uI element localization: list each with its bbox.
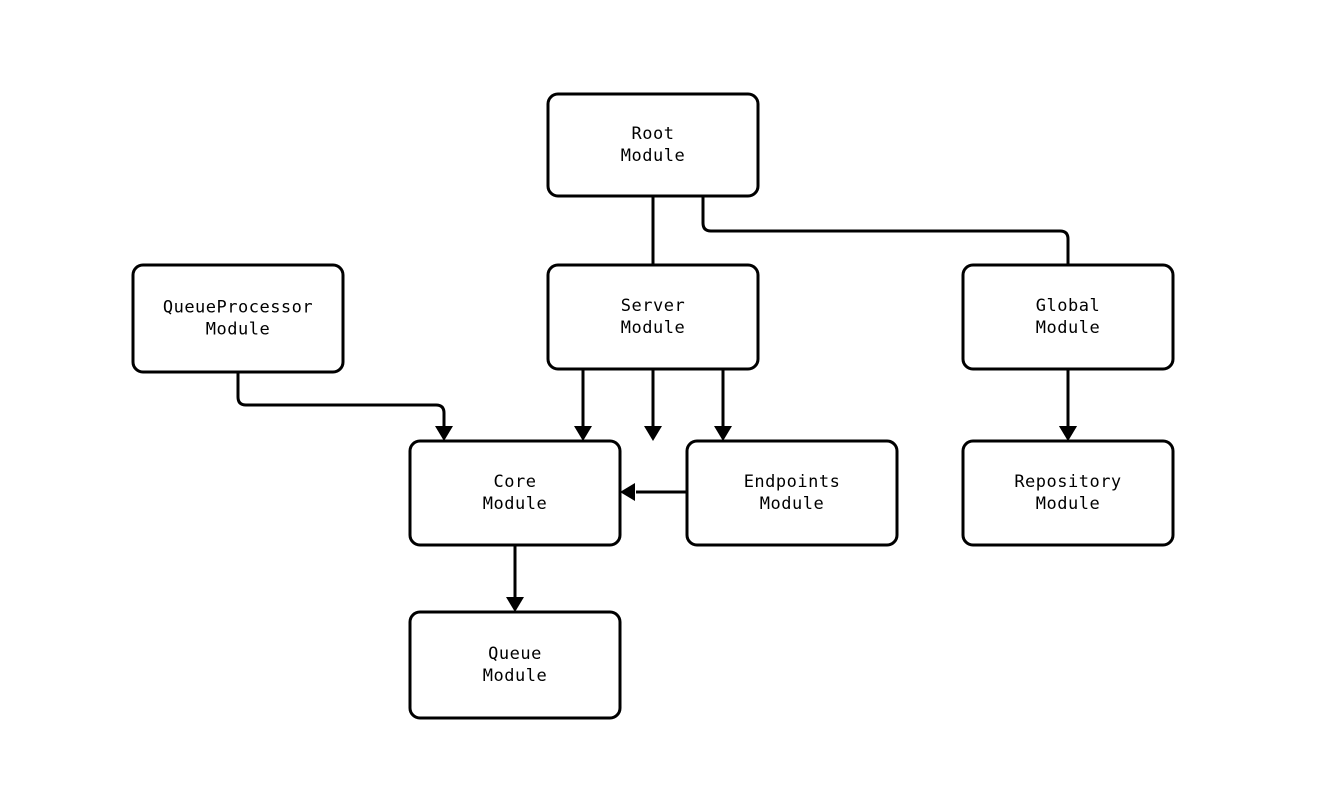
edge-server-to-core-arrowhead-icon [574,426,592,441]
edge-core-to-queue-arrowhead-icon [506,597,524,612]
queue-module-label-line-1: Queue [488,644,542,664]
server-module-box[interactable] [546,263,760,371]
queueprocessor-module-label-line-2: Module [206,320,270,340]
edges-layer [236,196,1077,612]
core-module-label-line-2: Module [483,494,547,514]
edge-queueprocessor-to-core-arrowhead-icon [435,426,453,441]
nodes-layer: RootModuleQueueProcessorModuleServerModu… [131,92,1175,720]
server-module-label-line-1: Server [621,296,685,316]
server-module-label-line-2: Module [621,318,685,338]
core-module-box[interactable] [408,439,622,547]
edge-queueprocessor-to-core [236,372,453,441]
queueprocessor-module-box[interactable] [131,263,345,374]
core-module-label-line-1: Core [494,472,537,492]
global-module-label-line-1: Global [1036,296,1100,316]
repository-module-label-line-2: Module [1036,494,1100,514]
global-module-box[interactable] [961,263,1175,371]
edge-global-to-repository-arrowhead-icon [1059,426,1077,441]
root-module-label-line-1: Root [632,124,675,144]
endpoints-module-box[interactable] [685,439,899,547]
queue-module-box[interactable] [408,610,622,720]
edge-endpoints-to-core-arrowhead-icon [620,483,635,501]
edge-queueprocessor-to-core-line [236,372,446,427]
edge-global-to-repository [1059,369,1077,441]
queueprocessor-module-label-line-1: QueueProcessor [163,298,313,318]
root-module-label-line-2: Module [621,146,685,166]
edge-server-to-endpoints-arrowhead-icon [714,426,732,441]
repository-module-label-line-1: Repository [1014,472,1121,492]
root-module-box[interactable] [546,92,760,198]
edge-endpoints-to-core [620,483,687,501]
edge-core-to-queue [506,545,524,612]
edge-server-to-endpoints [714,369,732,441]
global-module-label-line-2: Module [1036,318,1100,338]
edge-root-to-server-arrowhead-icon [644,426,662,441]
edge-root-to-global-line [701,196,1070,427]
edge-server-to-core [574,369,592,441]
repository-module-box[interactable] [961,439,1175,547]
queue-module-label-line-2: Module [483,666,547,686]
endpoints-module-label-line-1: Endpoints [744,472,841,492]
endpoints-module-label-line-2: Module [760,494,824,514]
